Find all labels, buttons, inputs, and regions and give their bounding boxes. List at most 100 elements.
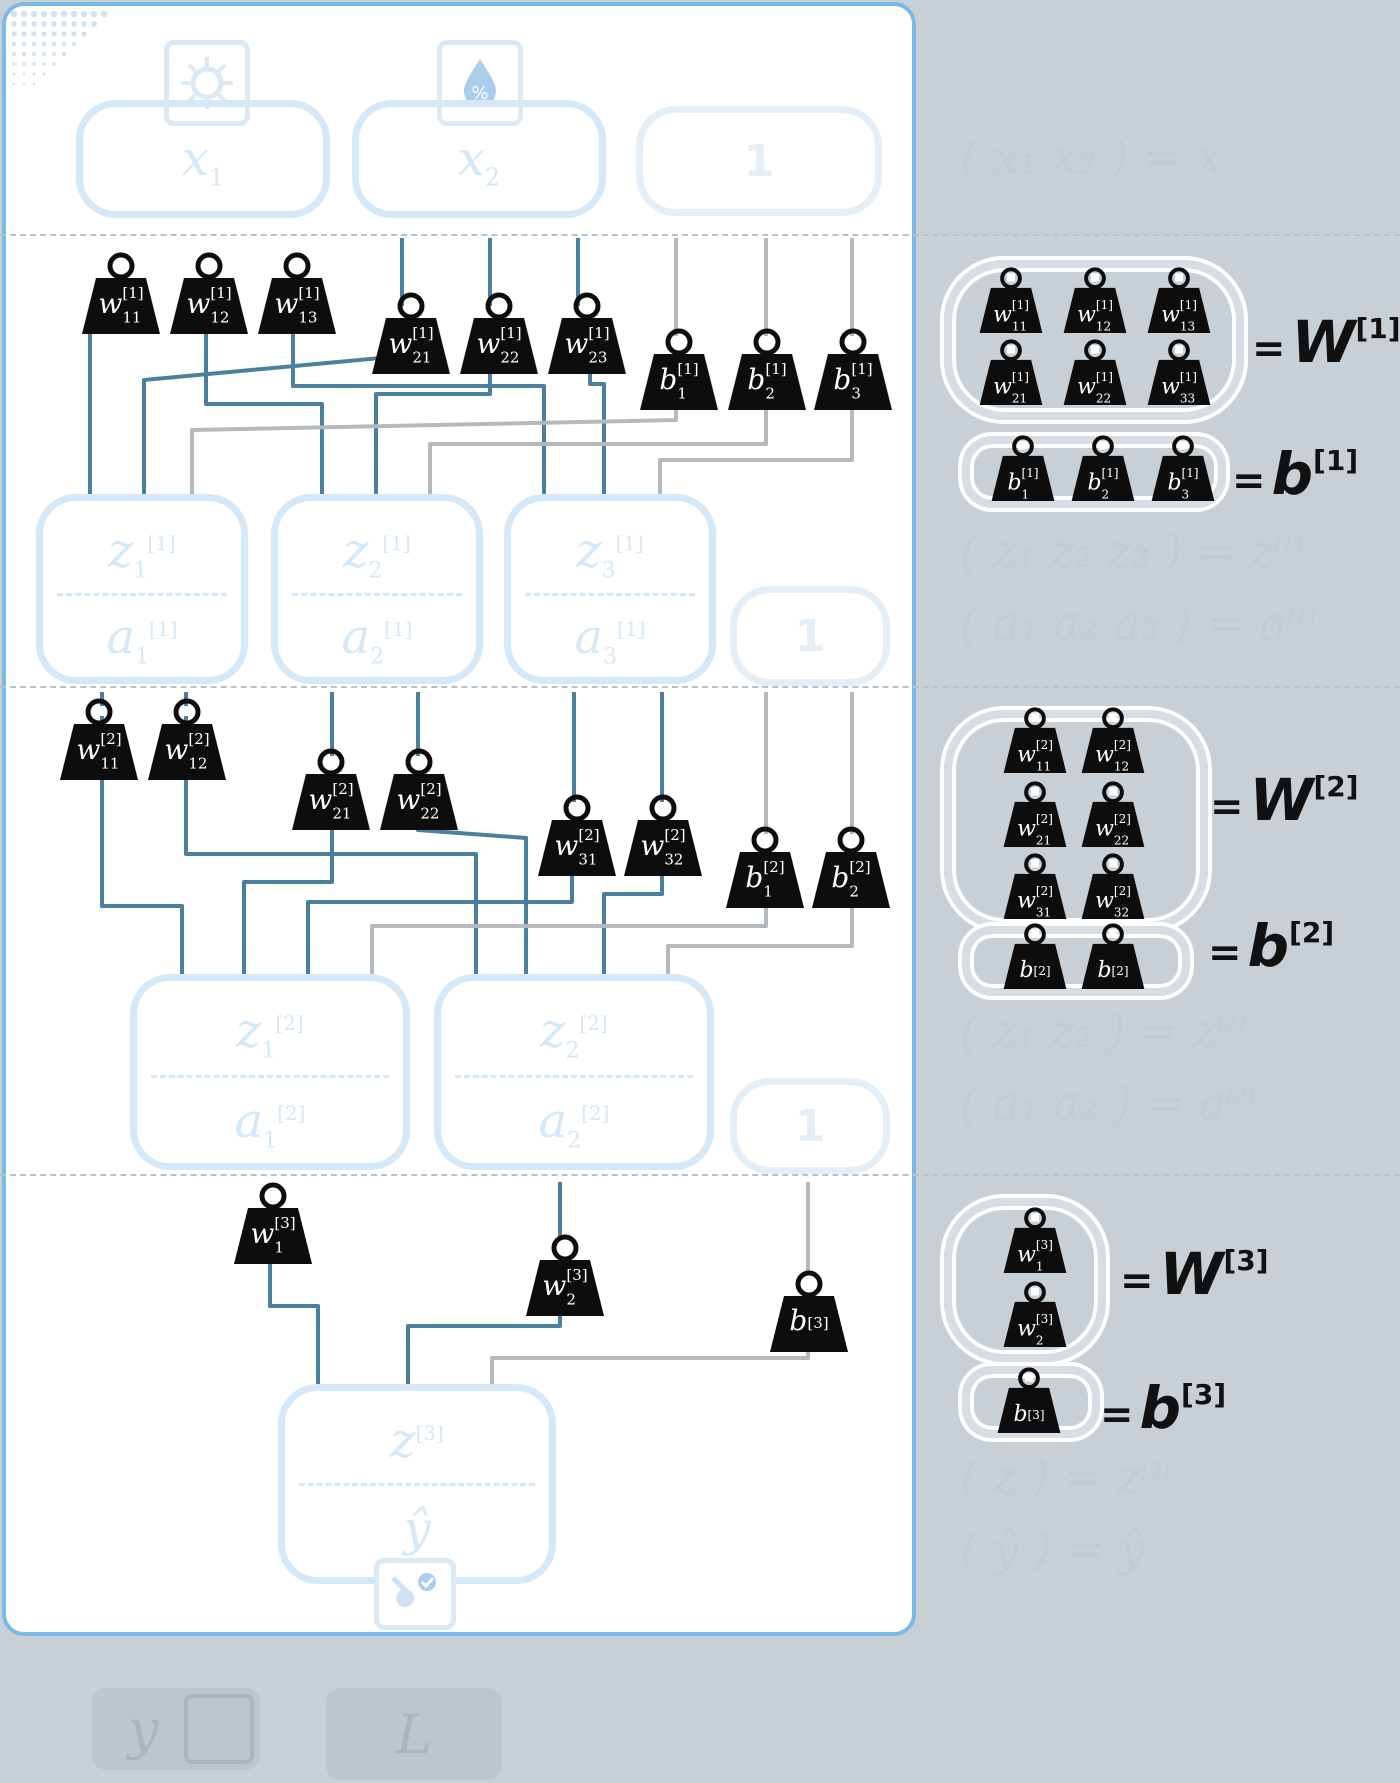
weight-icon bbox=[1147, 339, 1211, 405]
vector-b1-entry-2: b[1]2 bbox=[1070, 432, 1136, 504]
weight-sub: 13 bbox=[298, 308, 318, 327]
hidden-node-2-1: z1[2] a1[2] bbox=[130, 974, 410, 1170]
dot bbox=[61, 31, 67, 37]
weight-sup: [2] bbox=[332, 780, 354, 798]
weight-sub: 11 bbox=[1011, 319, 1028, 334]
dot bbox=[71, 41, 77, 47]
dot bbox=[91, 21, 97, 27]
weight-sup: [1] bbox=[1181, 466, 1199, 480]
weight-w11-layer1: w[1]11 bbox=[80, 250, 162, 336]
weight-sub: 22 bbox=[1095, 391, 1112, 406]
dot bbox=[32, 52, 36, 56]
weight-icon bbox=[548, 292, 626, 374]
legend-y: y bbox=[92, 1688, 260, 1770]
dot bbox=[32, 82, 36, 86]
weight-icon bbox=[148, 698, 226, 780]
W3-matrix-bracket bbox=[944, 1198, 1106, 1362]
bias-node-layer2: 1 bbox=[730, 1078, 890, 1174]
dot bbox=[42, 72, 46, 76]
W2-matrix-bracket bbox=[944, 710, 1208, 930]
weight-icon bbox=[372, 292, 450, 374]
dot bbox=[22, 52, 26, 56]
vector-b2-entry-1: b[2] bbox=[1002, 920, 1068, 992]
dot bbox=[31, 31, 37, 37]
weight-sup: [3] bbox=[566, 1266, 588, 1284]
weight-sup: [3] bbox=[1027, 1408, 1045, 1422]
weight-sub: 32 bbox=[664, 850, 684, 869]
weight-sup: [1] bbox=[210, 284, 232, 302]
weight-sub: 21 bbox=[1035, 833, 1052, 848]
weight-w1-layer3: w[3]1 bbox=[232, 1180, 314, 1266]
dot bbox=[32, 72, 36, 76]
z1-vector-ghost: ( z₁ z₂ z₃ ) = z[1] bbox=[960, 524, 1303, 578]
bias-input-node: 1 bbox=[636, 106, 882, 216]
hidden-node-1-2: z2[1] a2[1] bbox=[271, 494, 483, 684]
corner-dot-pattern bbox=[10, 10, 108, 86]
weight-sub: 2 bbox=[566, 1290, 576, 1309]
weight-icon bbox=[1003, 781, 1067, 847]
layer-divider-3 bbox=[0, 1174, 1400, 1176]
dot bbox=[71, 31, 77, 37]
dot bbox=[81, 21, 87, 27]
dot bbox=[12, 62, 16, 66]
input-node-x1: x1 bbox=[76, 100, 330, 218]
weight-icon bbox=[526, 1234, 604, 1316]
dot bbox=[70, 10, 78, 18]
weight-sub: 12 bbox=[210, 308, 230, 327]
dot bbox=[30, 10, 38, 18]
weight-icon bbox=[624, 794, 702, 876]
weight-sub: 33 bbox=[1179, 391, 1196, 406]
weight-icon bbox=[460, 292, 538, 374]
weight-sup: [3] bbox=[1035, 1312, 1053, 1326]
matrix-W1-entry-33: w[1]33 bbox=[1146, 336, 1212, 408]
weight-sub: 11 bbox=[100, 754, 120, 773]
dot bbox=[52, 52, 56, 56]
x1-label: x bbox=[181, 131, 209, 187]
weight-icon bbox=[979, 339, 1043, 405]
x-vector-ghost: ( x₁ x₂ ) = x bbox=[960, 130, 1223, 184]
weight-icon bbox=[1081, 923, 1145, 989]
weight-icon bbox=[1063, 267, 1127, 333]
weight-sup: [2] bbox=[100, 730, 122, 748]
weight-w21-layer2: w[2]21 bbox=[290, 746, 372, 832]
weight-sub: 1 bbox=[1021, 487, 1030, 502]
dot bbox=[62, 52, 66, 56]
dot bbox=[41, 31, 47, 37]
bias-b3-layer1: b[1]3 bbox=[812, 326, 894, 412]
weight-w31-layer2: w[2]31 bbox=[536, 792, 618, 878]
hidden-node-1-3: z3[1] a3[1] bbox=[504, 494, 716, 684]
weight-sup: [2] bbox=[1113, 738, 1131, 752]
weight-sub: 1 bbox=[274, 1238, 284, 1257]
weight-sup: [2] bbox=[1113, 812, 1131, 826]
weight-sub: 22 bbox=[420, 804, 440, 823]
weight-icon bbox=[1003, 1207, 1067, 1273]
y-hat-label: ŷ bbox=[403, 1501, 431, 1557]
z2-vector-ghost: ( z₁ z₂ ) = z[2] bbox=[960, 1004, 1246, 1058]
dot bbox=[11, 21, 17, 27]
weight-sup: [3] bbox=[807, 1313, 829, 1332]
dot bbox=[61, 21, 67, 27]
output-node: z[3] ŷ bbox=[278, 1384, 556, 1584]
y-vector-ghost: ( ŷ ) = ŷ bbox=[960, 1522, 1145, 1576]
dot bbox=[11, 31, 17, 37]
a1-vector-ghost: ( a₁ a₂ a₃ ) = a[1] bbox=[960, 596, 1316, 650]
diagnosis-icon bbox=[184, 1694, 254, 1764]
weight-sup: [1] bbox=[1021, 466, 1039, 480]
dot bbox=[61, 41, 67, 47]
weight-icon bbox=[82, 252, 160, 334]
weight-sup: [1] bbox=[1011, 298, 1029, 312]
weight-sup: [3] bbox=[274, 1214, 296, 1232]
wire bbox=[100, 692, 184, 974]
weight-sup: [2] bbox=[578, 826, 600, 844]
weight-sup: [1] bbox=[298, 284, 320, 302]
weight-icon bbox=[1081, 781, 1145, 847]
wire bbox=[666, 882, 854, 974]
wire bbox=[490, 1322, 810, 1384]
weight-w23-layer1: w[1]23 bbox=[546, 290, 628, 376]
diagnosis-icon bbox=[374, 1558, 456, 1630]
dot bbox=[32, 62, 36, 66]
dot bbox=[81, 31, 87, 37]
dot bbox=[41, 21, 47, 27]
b1-equation: =b[1] bbox=[1232, 440, 1359, 508]
z3-vector-ghost: ( z ) = z[3] bbox=[960, 1450, 1170, 1504]
